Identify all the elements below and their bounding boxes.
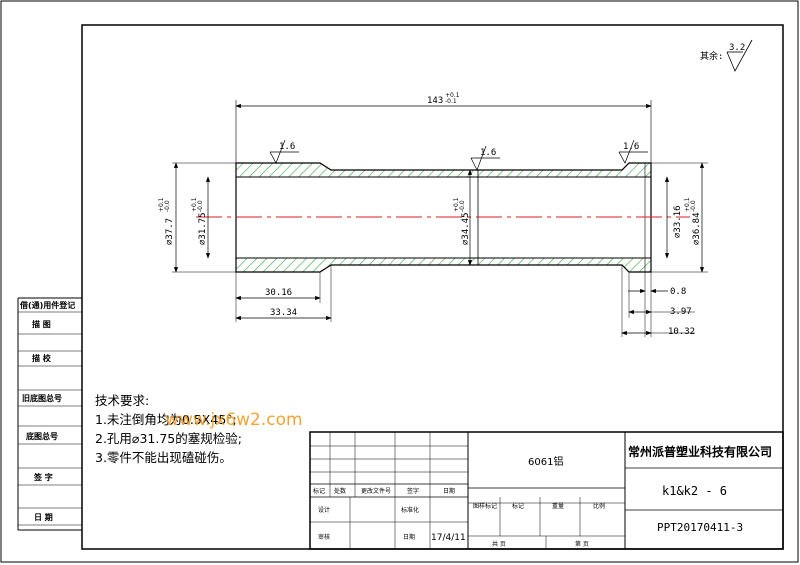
note-item: 1.未注倒角均为0.5X45°; (95, 412, 237, 427)
tb-mark: 标记 (512, 502, 524, 510)
overall-length-dim: 143 +0.1 -0.1 (235, 92, 652, 170)
diameter-dims-right: ⌀33.16 ⌀36.84 +0.1 -0.0 (651, 162, 708, 273)
general-roughness-value: 3.2 (729, 43, 745, 53)
part-section (196, 162, 690, 273)
od-mid-tol-upper: +0.1 (453, 197, 460, 212)
title-block: 标记 处数 更改文件号 签字 日期 设计 标准化 审核 日期 17/4/11 6… (309, 431, 784, 550)
overall-length-tol-upper: +0.1 (445, 92, 460, 99)
od-left-text: ⌀37.7 (165, 218, 175, 245)
roughness-mark-left: 1.6 (269, 139, 299, 164)
tb-sheet-no: 第 页 (575, 540, 589, 548)
od-right-tol-lower: -0.0 (690, 200, 697, 212)
tb-drawing-no: PPT20170411-3 (657, 521, 743, 534)
overall-length-tol-lower: -0.1 (445, 98, 457, 105)
general-roughness: 其余: 3.2 (700, 39, 753, 72)
tb-header-sign: 签字 (407, 487, 419, 495)
note-item: 3.零件不能出现磕碰伤。 (95, 450, 232, 465)
length-0-8-text: 0.8 (670, 287, 686, 297)
diameter-dim-mid: ⌀34.45 +0.1 -0.0 (453, 169, 473, 266)
tb-header-date: 日期 (443, 487, 455, 495)
tb-weight: 重量 (552, 502, 564, 510)
technical-requirements: 技术要求: 1.未注倒角均为0.5X45°; 2.孔用⌀31.75的塞规检验; … (95, 391, 325, 467)
side-register-row: 签 字 (33, 472, 53, 482)
tb-stage-mark: 图样标记 (473, 502, 497, 510)
length-dims-right: 0.8 3.97 10.32 (621, 265, 695, 337)
general-roughness-label: 其余: (700, 50, 723, 62)
tb-material: 6061铝 (528, 456, 563, 468)
tb-date-value: 17/4/11 (431, 533, 466, 543)
tb-date-label: 日期 (403, 533, 415, 541)
od-left-tol-upper: +0.1 (158, 197, 165, 212)
roughness-mark-right: 1.6 (618, 139, 648, 164)
tb-review: 审核 (318, 533, 330, 541)
side-register-row: 旧底图总号 (22, 393, 62, 403)
bore-left-text: ⌀31.75 (198, 212, 208, 245)
length-dims-left: 30.16 33.34 (235, 265, 332, 322)
bore-left-tol-lower: -0.0 (197, 200, 204, 212)
tb-standardization: 标准化 (401, 506, 419, 514)
od-mid-tol-lower: -0.0 (459, 200, 466, 212)
tb-header-count: 处数 (334, 487, 346, 495)
notes-title: 技术要求: (95, 393, 150, 408)
note-item: 2.孔用⌀31.75的塞规检验; (95, 431, 242, 446)
tb-header-mark: 标记 (313, 487, 325, 495)
side-register-row: 底图总号 (25, 431, 58, 441)
tb-company: 常州派普塑业科技有限公司 (628, 444, 772, 459)
side-register-row: 描 校 (32, 353, 52, 363)
roughness-right-text: 1.6 (623, 142, 639, 152)
diameter-dims-left: ⌀37.7 +0.1 -0.0 ⌀31.75 +0.1 -0.0 (158, 162, 236, 273)
roughness-left-text: 1.6 (279, 142, 295, 152)
roughness-mark-mid: 1.6 (470, 145, 500, 171)
bore-right-text: ⌀33.16 (673, 205, 683, 238)
overall-length-text: 143 (427, 96, 443, 106)
tb-part-name: k1&k2 - 6 (662, 484, 727, 498)
length-3-97-text: 3.97 (670, 307, 692, 317)
length-30-16-text: 30.16 (265, 288, 292, 298)
side-register-row: 描 图 (32, 319, 51, 329)
side-register-table: 借(通)用件登记 描 图 描 校 旧底图总号 底图总号 签 字 日 期 (17, 297, 82, 531)
od-right-text: ⌀36.84 (692, 212, 702, 245)
watermark-text: www.jx6w2.com (165, 410, 303, 430)
tb-total-sheets: 共 页 (492, 540, 506, 548)
part-outline (235, 162, 652, 273)
side-register-row: 日 期 (34, 512, 53, 522)
od-left-tol-lower: -0.0 (164, 200, 171, 212)
length-10-32-text: 10.32 (668, 327, 695, 337)
tb-header-change-doc: 更改文件号 (361, 487, 391, 495)
tb-design: 设计 (318, 506, 330, 514)
od-mid-text: ⌀34.45 (461, 212, 471, 245)
roughness-mid-text: 1.6 (480, 148, 496, 158)
bore-left-tol-upper: +0.1 (191, 197, 198, 212)
side-register-row: 借(通)用件登记 (19, 300, 75, 310)
od-right-tol-upper: +0.1 (684, 197, 691, 212)
tb-scale: 比例 (593, 502, 605, 510)
length-33-34-text: 33.34 (270, 308, 297, 318)
